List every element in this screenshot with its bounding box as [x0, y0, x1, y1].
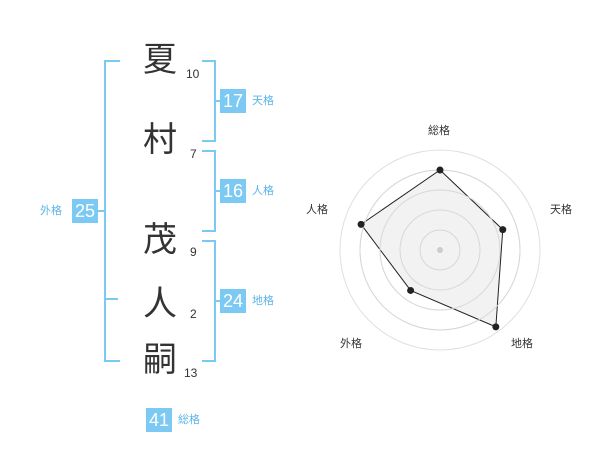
- jinkaku-label: 人格: [252, 184, 274, 197]
- chikaku-label: 地格: [252, 294, 274, 307]
- radar-ring-inner: [359, 169, 521, 331]
- tenkaku-connector: [216, 100, 220, 102]
- chikaku-badge: 24: [220, 289, 246, 313]
- radar-label-chikaku: 地格: [511, 337, 533, 350]
- name-char-4: 人: [143, 284, 177, 324]
- jinkaku-badge: 16: [220, 179, 246, 203]
- name-char-3: 茂: [143, 220, 177, 260]
- gaikaku-badge: 25: [72, 199, 98, 223]
- soukaku-badge: 41: [146, 408, 172, 432]
- radar-label-tenkaku: 天格: [550, 203, 572, 216]
- name-char-5: 嗣: [143, 340, 177, 380]
- tenkaku-badge: 17: [220, 89, 246, 113]
- tenkaku-bracket: [202, 60, 216, 142]
- radar-ring: [359, 169, 521, 331]
- jinkaku-bracket: [202, 150, 216, 232]
- radar-ring-inner: [379, 189, 501, 311]
- radar-area: [360, 169, 504, 328]
- radar-label-soukaku: 総格: [428, 124, 450, 137]
- radar-label-jinkaku: 人格: [306, 203, 328, 216]
- name-char-1: 夏: [143, 40, 177, 80]
- chikaku-connector: [216, 300, 220, 302]
- radar-ring: [339, 149, 541, 351]
- radar-center: [437, 247, 443, 253]
- radar-point-1: [499, 226, 507, 234]
- radar-ring-inner: [419, 229, 461, 271]
- name-char-2: 村: [143, 120, 177, 160]
- tenkaku-label: 天格: [252, 94, 274, 107]
- radar-label-gaikaku: 外格: [340, 337, 362, 350]
- gaikaku-bracket-split: [104, 298, 118, 300]
- radar-point-4: [357, 220, 365, 228]
- radar-point-3: [407, 286, 415, 294]
- radar-point-0: [436, 166, 444, 174]
- radar-point-2: [492, 323, 500, 331]
- stroke-count-4: 2: [190, 307, 197, 321]
- jinkaku-connector: [216, 190, 220, 192]
- gaikaku-label: 外格: [40, 204, 62, 217]
- stroke-count-1: 10: [186, 67, 200, 81]
- gaikaku-connector: [98, 210, 104, 212]
- chikaku-bracket: [202, 240, 216, 362]
- gaikaku-bracket: [104, 60, 120, 362]
- radar-ring: [399, 209, 481, 291]
- stroke-count-2: 7: [190, 147, 197, 161]
- radar-ring: [419, 229, 461, 271]
- soukaku-label: 総格: [178, 413, 200, 426]
- stroke-count-3: 9: [190, 245, 197, 259]
- radar-ring-inner: [399, 209, 481, 291]
- stroke-count-5: 13: [184, 366, 198, 380]
- radar-ring: [379, 189, 501, 311]
